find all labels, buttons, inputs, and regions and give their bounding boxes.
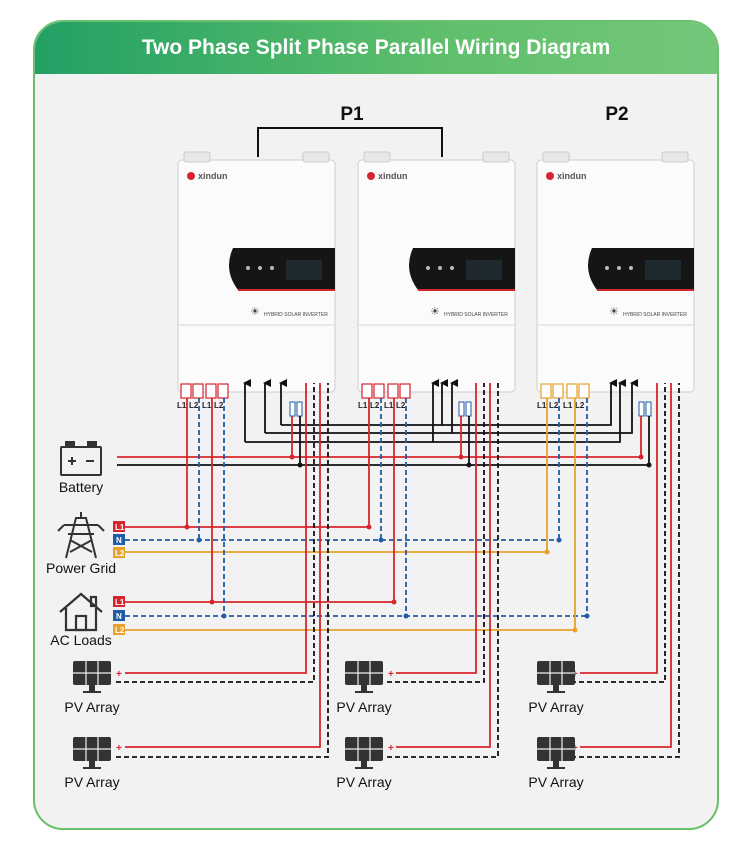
inverter-model-text: HYBRID SOLAR INVERTER (444, 312, 508, 318)
load-bus (125, 398, 588, 631)
bus-tag-n: N (116, 536, 122, 545)
solar-panel-icon (537, 737, 575, 769)
inverter-3: xindun ☀ HYBRID SOLAR INVERTER (536, 151, 695, 393)
pv-labels: PV Array PV Array PV Array PV Array PV A… (64, 699, 583, 790)
terminal-label: L2 (189, 401, 199, 410)
pv-wires (116, 383, 680, 758)
pv-array-label: PV Array (336, 774, 391, 790)
terminal-labels-3: L1 L2 L1 L2 (537, 401, 585, 410)
inverter-brand: xindun (378, 171, 408, 181)
ac-loads-label: AC Loads (50, 632, 111, 648)
bus-tag-n: N (116, 612, 122, 621)
battery-label: Battery (59, 479, 103, 495)
brand-logo-icon (367, 172, 375, 180)
power-grid-label: Power Grid (46, 560, 116, 576)
terminal-label: L1 (177, 401, 187, 410)
terminal-label: L1 (537, 401, 547, 410)
pv-array-label: PV Array (528, 774, 583, 790)
group-label-p1: P1 (340, 104, 364, 125)
battery-bus (117, 416, 651, 466)
terminal-label: L2 (575, 401, 585, 410)
pv-array-label: PV Array (64, 699, 119, 715)
terminal-label: L1 (202, 401, 212, 410)
pv-plus: + (116, 743, 122, 754)
brand-logo-icon (187, 172, 195, 180)
inverter-model-text: HYBRID SOLAR INVERTER (264, 312, 328, 318)
diagram-title: Two Phase Split Phase Parallel Wiring Di… (35, 22, 717, 74)
inverter-brand: xindun (557, 171, 587, 181)
pv-plus: + (116, 669, 122, 680)
inverter-brand: xindun (198, 171, 228, 181)
inverter-2: xindun ☀ HYBRID SOLAR INVERTER (357, 151, 516, 393)
inverter-model-text: HYBRID SOLAR INVERTER (623, 312, 687, 318)
bus-tags: L1 N L2 L1 N L2 (113, 521, 125, 635)
pv-plus: + (388, 743, 394, 754)
terminal-label: L2 (549, 401, 559, 410)
solar-panel-icon (345, 661, 383, 693)
terminal-label: L2 (370, 401, 380, 410)
pv-plus: + (388, 669, 394, 680)
terminal-label: L2 (396, 401, 406, 410)
terminal-label: L1 (358, 401, 368, 410)
solar-panel-icon (73, 737, 111, 769)
terminal-label: L2 (214, 401, 224, 410)
sun-logo-icon: ☀ (609, 306, 619, 318)
terminal-label: L1 (384, 401, 394, 410)
battery-breakers (289, 401, 652, 417)
terminal-labels-1: L1 L2 L1 L2 (177, 401, 224, 410)
bus-tag-l2: L2 (115, 549, 125, 558)
brand-logo-icon (546, 172, 554, 180)
terminal-blocks (180, 383, 411, 399)
p1-bracket (257, 127, 443, 157)
house-icon (59, 592, 103, 632)
bus-tag-l2: L2 (115, 626, 125, 635)
group-label-p2: P2 (605, 104, 628, 125)
solar-panel-icon (537, 661, 575, 693)
power-tower-icon (57, 512, 105, 559)
terminal-label: L1 (563, 401, 573, 410)
solar-panel-icon (345, 737, 383, 769)
grid-bus (125, 398, 560, 553)
terminal-blocks-p2 (540, 383, 590, 399)
sun-logo-icon: ☀ (250, 306, 260, 318)
pv-array-label: PV Array (528, 699, 583, 715)
bus-tag-l1: L1 (115, 523, 125, 532)
bus-tag-l1: L1 (115, 598, 125, 607)
solar-panel-icon (73, 661, 111, 693)
battery-icon (60, 441, 102, 476)
pv-array-label: PV Array (336, 699, 391, 715)
terminal-labels-2: L1 L2 L1 L2 (358, 401, 406, 410)
inverter-1: xindun ☀ HYBRID SOLAR INVERTER (177, 151, 336, 393)
sun-logo-icon: ☀ (430, 306, 440, 318)
pv-array-label: PV Array (64, 774, 119, 790)
